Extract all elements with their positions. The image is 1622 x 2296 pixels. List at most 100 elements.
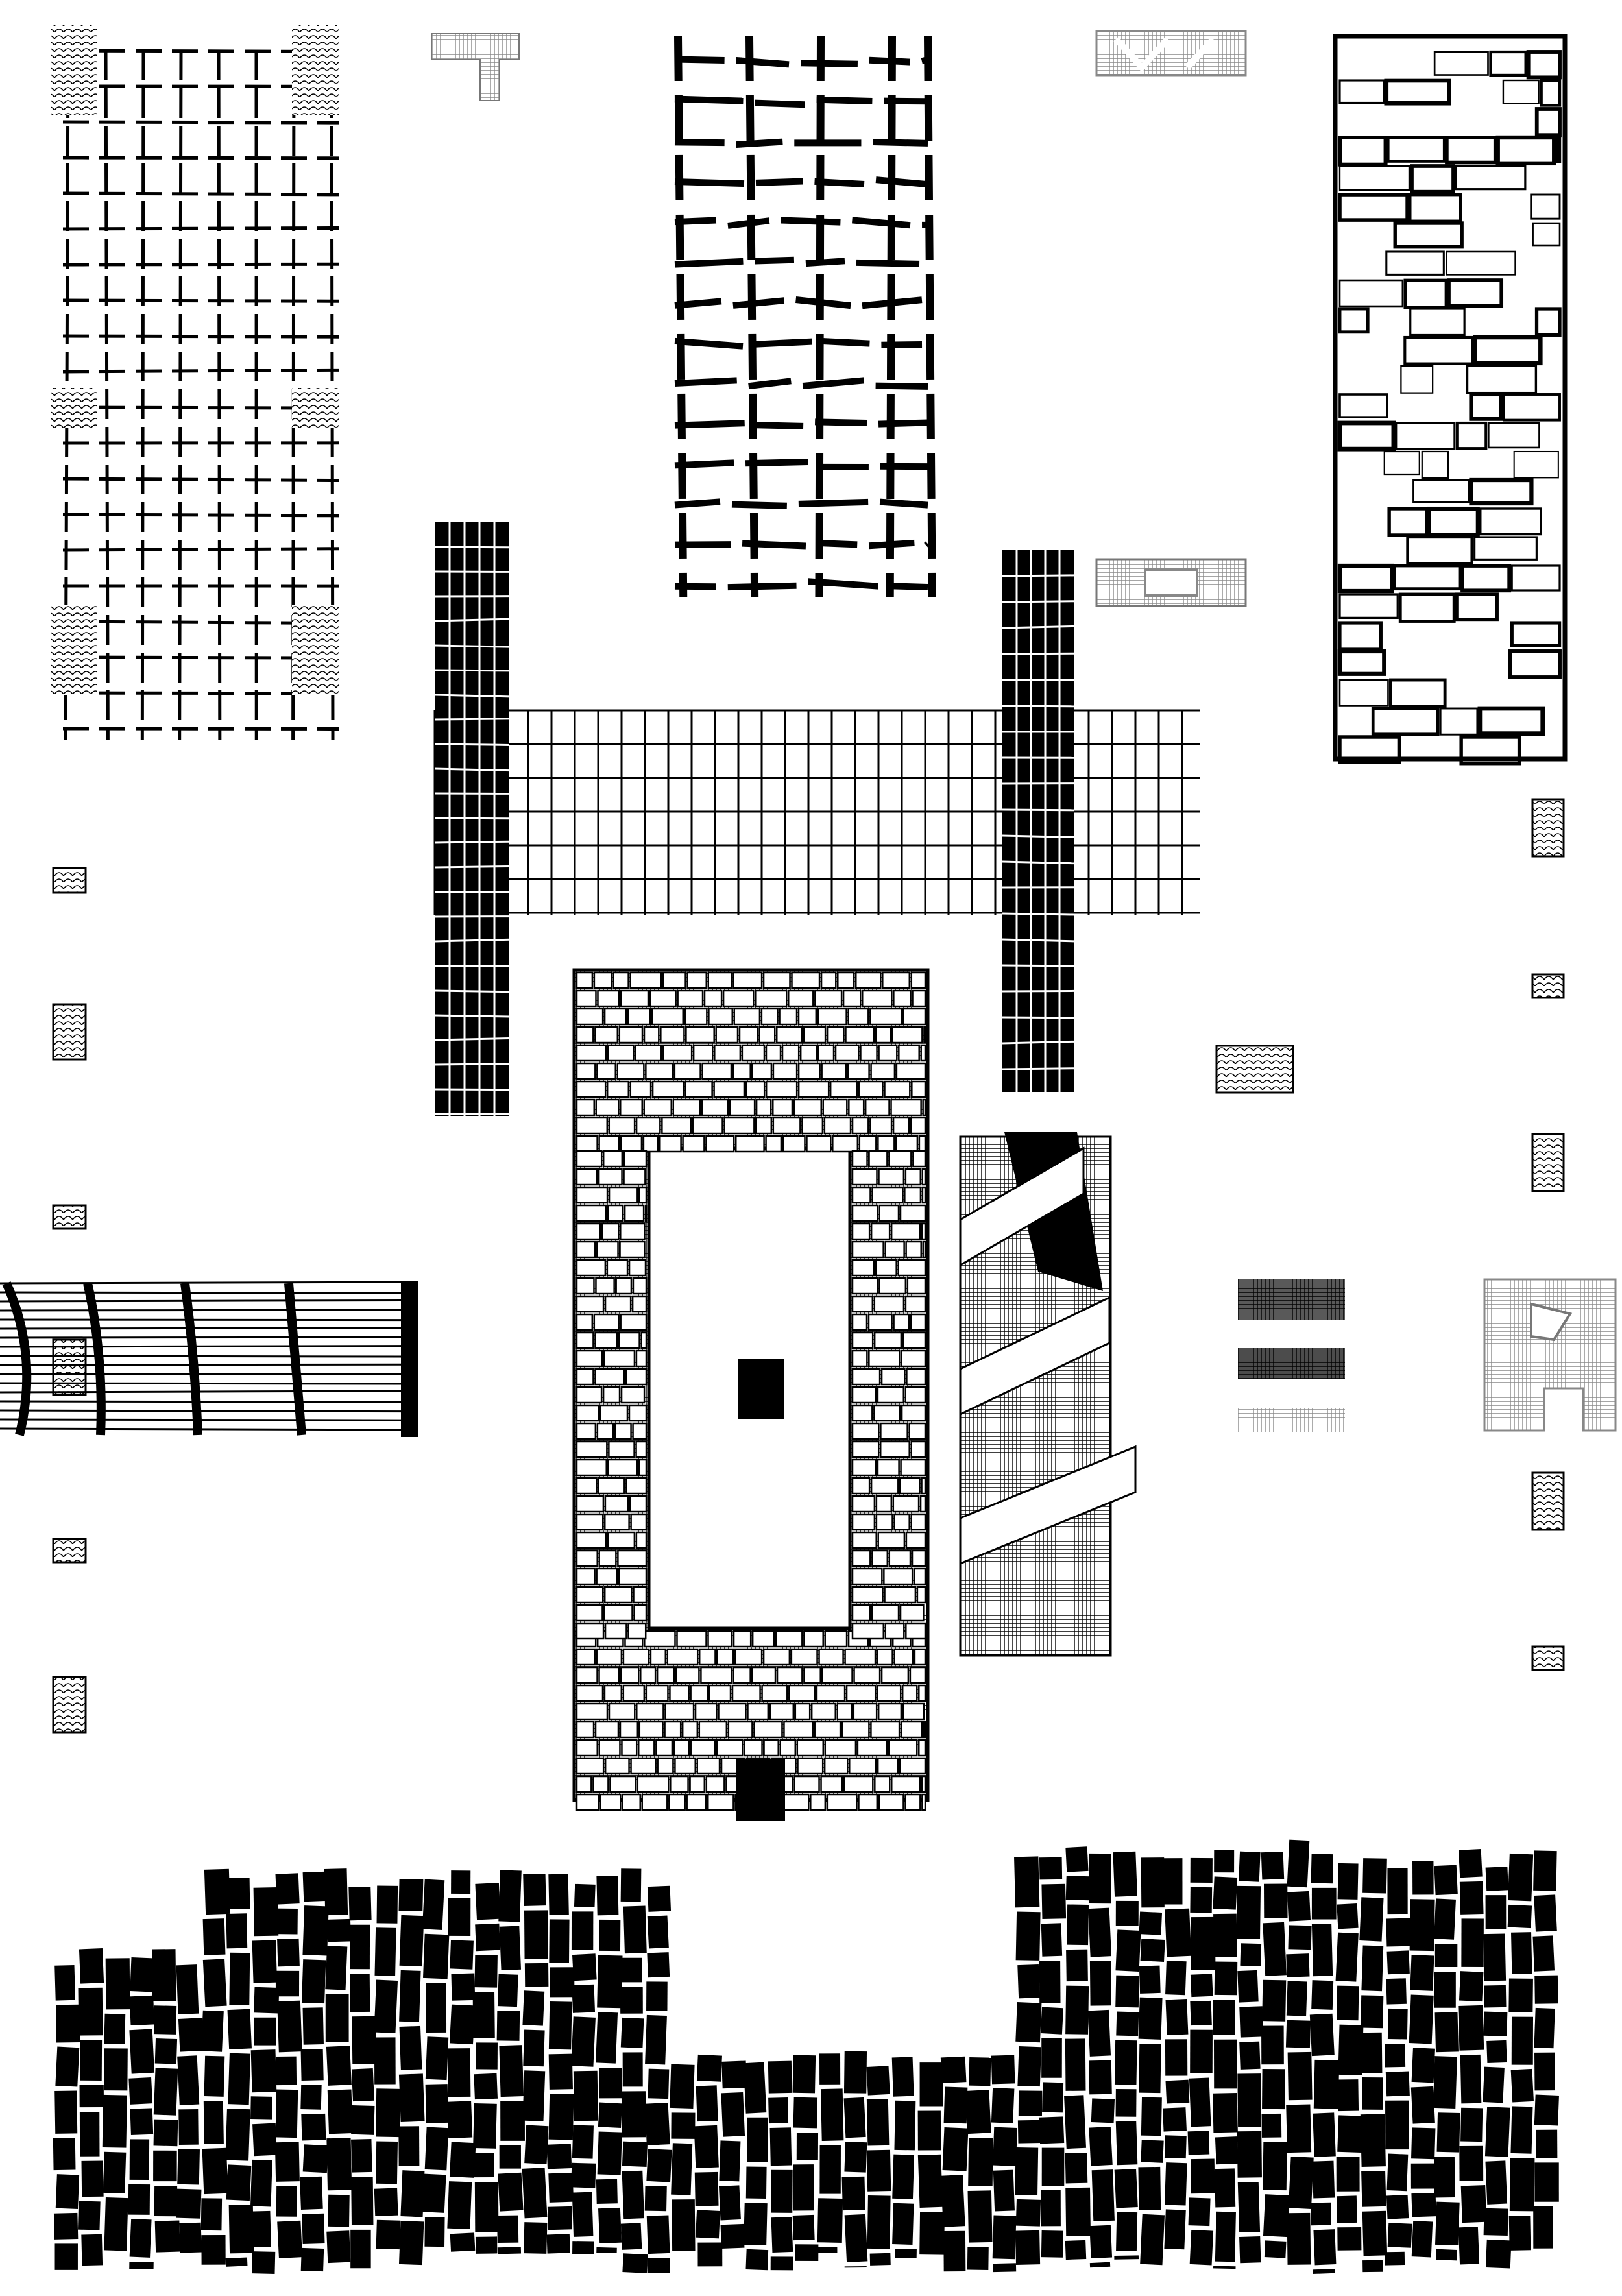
- masonry-block: [474, 1955, 498, 1988]
- cobble: [893, 1513, 910, 1531]
- masonry-block: [1286, 1981, 1307, 2016]
- cobble: [620, 989, 649, 1008]
- grid-line: [731, 501, 787, 509]
- masonry-block: [1386, 2153, 1409, 2192]
- masonry-block: [1434, 2156, 1455, 2198]
- cobble: [899, 1604, 925, 1622]
- cobble: [575, 1331, 594, 1349]
- masonry-block: [1433, 2056, 1457, 2109]
- masonry-block: [450, 1940, 474, 1970]
- stone: [1460, 564, 1512, 593]
- masonry-block: [277, 2000, 302, 2053]
- masonry-block: [300, 2085, 322, 2110]
- grid-line: [875, 382, 928, 390]
- masonry-block: [1139, 1911, 1163, 1935]
- cobble: [629, 971, 662, 989]
- masonry-block: [351, 2138, 372, 2173]
- masonry-block: [1114, 2040, 1137, 2085]
- masonry-block: [451, 1870, 471, 1894]
- masonry-block: [1483, 2208, 1508, 2236]
- masonry-block: [1188, 2197, 1211, 2227]
- masonry-block: [894, 2100, 916, 2151]
- cobble: [878, 1793, 904, 1811]
- grid-line: [868, 539, 915, 550]
- cobble: [910, 1440, 926, 1458]
- masonry-block: [1190, 2029, 1213, 2074]
- grid-line: [798, 498, 869, 507]
- cobble: [603, 1604, 633, 1622]
- cell-line: [1002, 860, 1074, 865]
- masonry-block: [548, 2094, 574, 2140]
- cobble: [879, 1440, 910, 1458]
- cobble: [762, 971, 791, 989]
- masonry-block: [1213, 2000, 1235, 2035]
- masonry-block: [1511, 2016, 1534, 2065]
- rib-line: [0, 1299, 403, 1303]
- masonry-block: [572, 2241, 594, 2254]
- stone: [1469, 477, 1534, 506]
- grid-line: [823, 338, 870, 347]
- masonry-block: [1065, 1876, 1091, 1901]
- right-edge-specimens: [1531, 798, 1565, 1671]
- masonry-block: [300, 2247, 324, 2272]
- rib-line: [0, 1363, 403, 1366]
- rib-line: [0, 1382, 403, 1385]
- cobble: [851, 1204, 878, 1222]
- masonry-block: [154, 2220, 180, 2253]
- masonry-block: [943, 2230, 966, 2272]
- cobble: [593, 1313, 620, 1331]
- masonry-block: [645, 2014, 667, 2065]
- cobble: [575, 1168, 598, 1186]
- cobble: [851, 1117, 869, 1135]
- cobble: [870, 1721, 901, 1739]
- stone: [1337, 649, 1386, 676]
- masonry-block: [1116, 2011, 1139, 2036]
- cobble: [921, 1793, 926, 1811]
- masonry-block: [250, 2096, 272, 2120]
- grid-line: [879, 498, 928, 509]
- cobble: [783, 1721, 814, 1739]
- masonry-block: [719, 2140, 741, 2182]
- masonry-block: [1115, 2089, 1137, 2117]
- masonry-block: [843, 2097, 866, 2138]
- cobble: [751, 1666, 777, 1684]
- center-blot: [738, 1359, 784, 1419]
- cobble: [869, 1008, 902, 1026]
- cobble: [643, 1026, 660, 1044]
- cobble: [619, 1240, 646, 1259]
- diagonal-brace: [959, 1146, 1085, 1267]
- masonry-block: [1015, 2230, 1041, 2265]
- masonry-block: [548, 2053, 573, 2090]
- masonry-block: [1138, 1997, 1163, 2040]
- cobble: [673, 1062, 701, 1080]
- cell-line: [434, 743, 510, 746]
- masonry-block: [54, 1964, 76, 2001]
- grid-line: [62, 226, 340, 231]
- masonry-block: [275, 1970, 300, 1997]
- cobble: [779, 1008, 798, 1026]
- masonry-block: [1190, 1857, 1213, 1883]
- cobble: [609, 1775, 637, 1793]
- masonry-block: [1410, 2086, 1435, 2124]
- masonry-block: [229, 1952, 250, 2005]
- grid-line: [815, 35, 825, 598]
- cobble: [848, 1098, 865, 1117]
- masonry-block: [1362, 1858, 1387, 1894]
- cobble: [614, 1422, 632, 1440]
- cobble: [923, 1721, 926, 1739]
- cobble: [575, 1684, 604, 1702]
- cobble: [858, 1135, 877, 1153]
- masonry-block: [1087, 2009, 1111, 2057]
- bottom-blot: [736, 1759, 785, 1821]
- masonry-block: [398, 2221, 424, 2266]
- masonry-block: [350, 2229, 371, 2269]
- rib-line: [0, 1400, 403, 1403]
- masonry-block: [647, 2258, 670, 2273]
- masonry-block: [672, 2199, 696, 2251]
- masonry-block: [179, 2222, 202, 2253]
- cobble: [888, 1739, 918, 1757]
- cobble: [596, 1062, 616, 1080]
- masonry-block: [425, 2084, 448, 2123]
- diagonal-brace: [959, 1445, 1137, 1565]
- cobble: [797, 1008, 817, 1026]
